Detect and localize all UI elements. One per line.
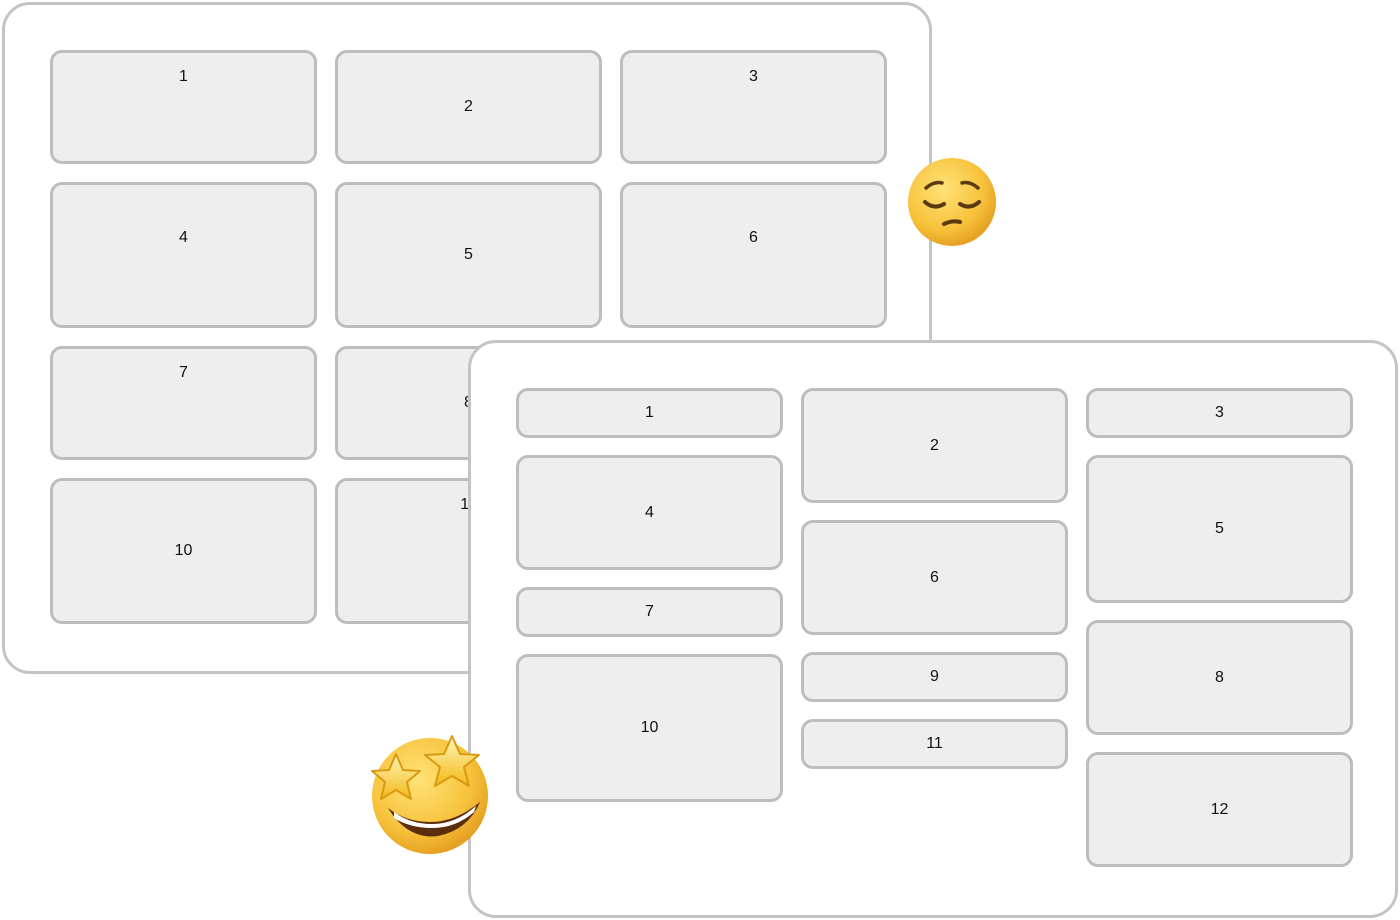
tile-label: 2 xyxy=(464,98,473,115)
tile-label: 3 xyxy=(749,68,758,85)
tile-label: 5 xyxy=(464,246,473,263)
masonry-tile-8: 8 xyxy=(1086,620,1353,735)
grid-tile-10: 10 xyxy=(50,478,317,624)
tile-label: 6 xyxy=(930,568,939,586)
masonry-tile-11: 11 xyxy=(801,719,1068,769)
tile-label: 10 xyxy=(174,542,193,559)
masonry-tile-6: 6 xyxy=(801,520,1068,635)
masonry-layout-panel: 1 4 7 10 2 6 9 11 3 5 8 12 xyxy=(468,340,1398,918)
masonry-tile-9: 9 xyxy=(801,652,1068,702)
masonry-tile-2: 2 xyxy=(801,388,1068,503)
tile-label: 2 xyxy=(930,436,939,454)
masonry-tile-1: 1 xyxy=(516,388,783,438)
grid-tile-4: 4 xyxy=(50,182,317,328)
tile-label: 3 xyxy=(1215,404,1224,421)
grid-tile-3: 3 xyxy=(620,50,887,164)
masonry-tile-7: 7 xyxy=(516,587,783,637)
pensive-face-icon xyxy=(906,156,998,248)
masonry-tile-3: 3 xyxy=(1086,388,1353,438)
grid-tile-1: 1 xyxy=(50,50,317,164)
star-struck-face-icon xyxy=(360,732,492,856)
grid-tile-7: 7 xyxy=(50,346,317,460)
grid-tile-5: 5 xyxy=(335,182,602,328)
grid-tile-6: 6 xyxy=(620,182,887,328)
tile-label: 7 xyxy=(179,364,188,381)
masonry-tile-10: 10 xyxy=(516,654,783,802)
tile-label: 7 xyxy=(645,603,654,620)
tile-label: 5 xyxy=(1215,520,1224,537)
tile-label: 11 xyxy=(926,735,943,752)
tile-label: 1 xyxy=(645,404,654,421)
tile-label: 4 xyxy=(179,229,188,246)
tile-label: 8 xyxy=(1215,668,1224,686)
grid-tile-2: 2 xyxy=(335,50,602,164)
masonry-tile-4: 4 xyxy=(516,455,783,570)
tile-label: 4 xyxy=(645,503,654,521)
tile-label: 12 xyxy=(1210,800,1229,818)
masonry-tile-5: 5 xyxy=(1086,455,1353,603)
tile-label: 6 xyxy=(749,229,758,246)
tile-label: 10 xyxy=(640,719,659,736)
tile-label: 9 xyxy=(930,668,939,685)
tile-label: 1 xyxy=(179,68,188,85)
masonry-tile-12: 12 xyxy=(1086,752,1353,867)
